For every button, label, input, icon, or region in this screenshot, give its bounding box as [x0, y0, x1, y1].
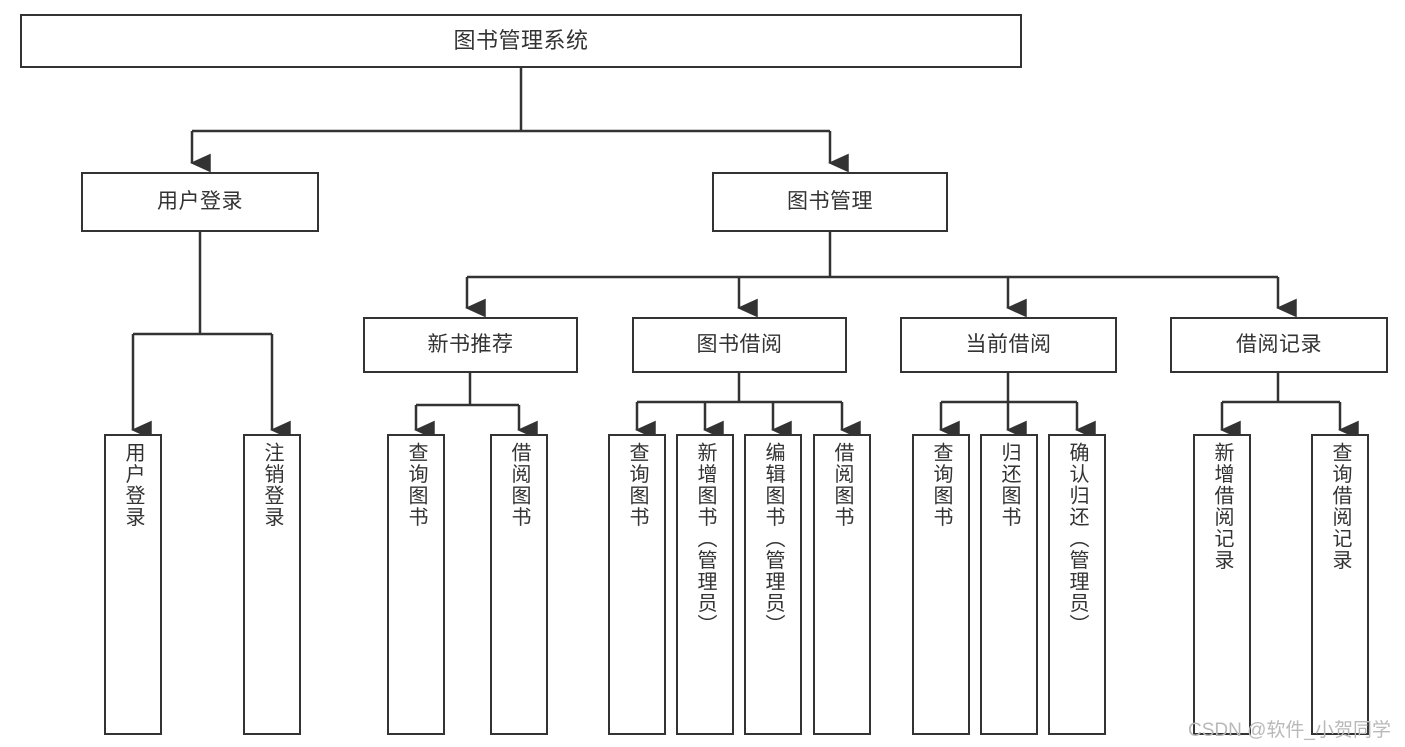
node-label: 图书管理系统	[453, 28, 589, 54]
node-label: 新书推荐	[427, 332, 514, 356]
leaf-logout-login[interactable]: 注销登录	[243, 434, 301, 735]
node-book-manage[interactable]: 图书管理	[712, 172, 948, 232]
leaf-add-borrow-record[interactable]: 新增借阅记录	[1193, 434, 1251, 735]
node-label: 借阅图书	[508, 442, 530, 528]
node-label: 查询图书	[405, 442, 427, 528]
leaf-return-book[interactable]: 归还图书	[980, 434, 1038, 735]
node-label: 归还图书	[998, 442, 1020, 528]
node-label: 查询图书	[626, 442, 648, 528]
node-label: 注销登录	[261, 442, 283, 528]
leaf-query-book-borrow[interactable]: 查询图书	[608, 434, 666, 735]
leaf-query-book-current[interactable]: 查询图书	[912, 434, 970, 735]
node-label: 当前借阅	[965, 332, 1052, 356]
node-label: 查询借阅记录	[1329, 442, 1351, 571]
node-user-login[interactable]: 用户登录	[81, 172, 319, 232]
leaf-query-borrow-record[interactable]: 查询借阅记录	[1311, 434, 1369, 735]
leaf-add-book[interactable]: 新增图书（管理员）	[676, 434, 734, 735]
node-label: 图书管理	[787, 189, 873, 213]
node-label: 新增借阅记录	[1211, 442, 1233, 571]
node-new-book-recommend[interactable]: 新书推荐	[363, 317, 578, 373]
node-label: 借阅图书	[831, 442, 853, 528]
node-label: 确认归还（管理员）	[1066, 442, 1088, 636]
node-label: 用户登录	[122, 442, 144, 528]
node-label: 用户登录	[157, 189, 243, 213]
leaf-confirm-return[interactable]: 确认归还（管理员）	[1048, 434, 1106, 735]
leaf-borrow-book-recommend[interactable]: 借阅图书	[490, 434, 548, 735]
node-book-borrow[interactable]: 图书借阅	[632, 317, 847, 373]
leaf-user-login[interactable]: 用户登录	[104, 434, 162, 735]
node-label: 编辑图书（管理员）	[762, 442, 784, 636]
node-root-system[interactable]: 图书管理系统	[20, 14, 1022, 68]
node-label: 新增图书（管理员）	[694, 442, 716, 636]
node-label: 查询图书	[930, 442, 952, 528]
node-borrow-record[interactable]: 借阅记录	[1170, 317, 1388, 373]
node-current-borrow[interactable]: 当前借阅	[900, 317, 1117, 373]
node-label: 图书借阅	[696, 332, 783, 356]
leaf-query-book-recommend[interactable]: 查询图书	[387, 434, 445, 735]
leaf-borrow-book[interactable]: 借阅图书	[813, 434, 871, 735]
node-label: 借阅记录	[1236, 332, 1322, 356]
csdn-watermark: CSDN @软件_小贺同学	[1188, 720, 1391, 741]
leaf-edit-book[interactable]: 编辑图书（管理员）	[744, 434, 802, 735]
